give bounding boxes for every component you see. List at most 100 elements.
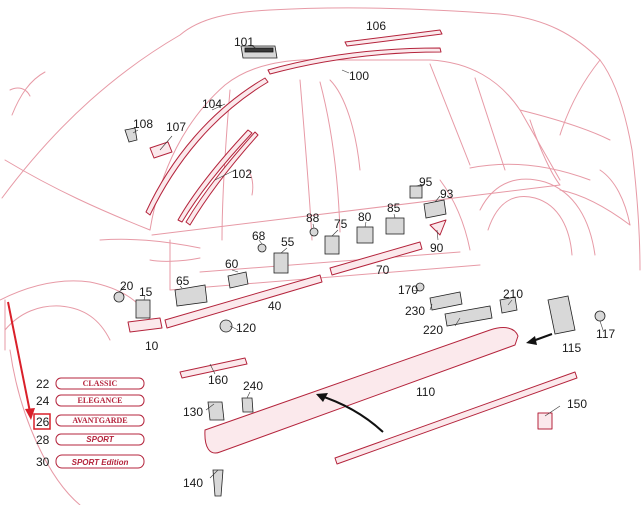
part-10-trim-piece[interactable]: [127, 317, 163, 333]
part-150-clip[interactable]: [537, 412, 553, 430]
variant-sport-edition-number: 30: [36, 455, 50, 469]
label-70: 70: [376, 263, 390, 277]
label-107: 107: [166, 120, 186, 134]
part-15-clip[interactable]: [135, 299, 151, 319]
part-220-bracket[interactable]: [444, 305, 493, 327]
label-110: 110: [416, 385, 435, 399]
variant-avantgarde-number: 26: [36, 415, 50, 429]
part-90-trim-end[interactable]: [429, 219, 447, 236]
part-20-clip[interactable]: [113, 291, 125, 303]
variant-sport-edition[interactable]: 30 SPORT Edition: [36, 454, 145, 469]
variant-elegance-badge: [55, 394, 145, 407]
label-80: 80: [358, 210, 372, 224]
part-68-clip[interactable]: [257, 243, 267, 253]
label-102: 102: [232, 167, 252, 181]
label-115: 115: [562, 341, 581, 355]
variant-sport-number: 28: [36, 433, 50, 447]
selected-variant-box: [33, 413, 51, 430]
label-93: 93: [440, 187, 454, 201]
label-40: 40: [268, 299, 282, 313]
indicator-arrow-red: [7, 301, 35, 420]
variant-avantgarde-badge: [55, 414, 145, 427]
part-40-front-door-moulding[interactable]: [164, 274, 323, 329]
part-240-clip[interactable]: [241, 397, 254, 413]
car-body-outline: [0, 7, 641, 505]
label-106: 106: [366, 19, 386, 33]
part-110-side-skirt[interactable]: [204, 327, 519, 454]
label-160: 160: [208, 373, 228, 387]
part-210-clip[interactable]: [499, 296, 518, 314]
part-106-roof-trim[interactable]: [344, 29, 443, 47]
label-95: 95: [419, 175, 433, 189]
label-210: 210: [503, 287, 523, 301]
part-88-screw[interactable]: [309, 227, 319, 237]
part-140-screw[interactable]: [212, 469, 224, 497]
part-117-screw[interactable]: [594, 310, 606, 322]
part-230-bracket[interactable]: [429, 291, 463, 311]
label-108: 108: [133, 117, 153, 131]
variant-elegance-label: ELEGANCE: [78, 396, 123, 405]
label-150: 150: [567, 397, 587, 411]
part-60-clip[interactable]: [227, 271, 249, 289]
variant-sport[interactable]: 28 SPORT: [36, 433, 145, 447]
part-93-clip[interactable]: [423, 199, 447, 219]
label-85: 85: [387, 201, 401, 215]
variant-sport-edition-label: SPORT Edition: [72, 458, 129, 467]
part-130-clip[interactable]: [207, 401, 225, 421]
part-65-clip[interactable]: [174, 284, 208, 307]
variant-elegance-number: 24: [36, 394, 50, 408]
label-140: 140: [183, 476, 203, 490]
variant-elegance[interactable]: 24 ELEGANCE: [36, 394, 145, 408]
variant-sport-label: SPORT: [86, 435, 115, 444]
part-85-clip[interactable]: [385, 217, 405, 235]
part-70-rear-door-moulding[interactable]: [329, 241, 423, 276]
part-107-clip[interactable]: [149, 141, 173, 159]
part-104-a-pillar-trim[interactable]: [145, 77, 269, 216]
label-104: 104: [202, 97, 222, 111]
variant-avantgarde-label: AVANTGARDE: [72, 416, 127, 425]
part-120-screw[interactable]: [219, 319, 233, 333]
part-160-bracket[interactable]: [179, 357, 248, 379]
label-240: 240: [243, 379, 263, 393]
part-108-screw[interactable]: [124, 127, 138, 143]
variant-classic-label: CLASSIC: [83, 379, 118, 388]
direction-arrow-black-bracket: [526, 333, 553, 345]
label-15: 15: [139, 285, 153, 299]
leader-lines: [118, 44, 604, 479]
variant-legend: 22 CLASSIC 24 ELEGANCE 26 AVANTGARDE 28 …: [33, 377, 145, 469]
label-68: 68: [252, 229, 266, 243]
label-55: 55: [281, 235, 295, 249]
part-115-bracket[interactable]: [547, 295, 576, 335]
label-130: 130: [183, 405, 203, 419]
variant-classic[interactable]: 22 CLASSIC: [36, 377, 145, 391]
label-10: 10: [145, 339, 159, 353]
label-75: 75: [334, 217, 348, 231]
label-20: 20: [120, 279, 134, 293]
label-220: 220: [423, 323, 443, 337]
label-120: 120: [236, 321, 256, 335]
variant-sport-badge: [55, 433, 145, 446]
part-102-pillar-seal[interactable]: [177, 129, 259, 226]
part-75-clip[interactable]: [324, 235, 340, 255]
label-65: 65: [176, 274, 190, 288]
label-90: 90: [430, 241, 444, 255]
part-150-sill-strip[interactable]: [334, 371, 578, 465]
part-100-roof-rail[interactable]: [267, 47, 442, 75]
part-80-clip[interactable]: [356, 226, 374, 244]
variant-sport-edition-badge: [55, 454, 145, 469]
label-60: 60: [225, 257, 239, 271]
part-number-labels: 106 101 100 104 108 107 102 95 93 88 75 …: [120, 19, 615, 490]
part-101-clip[interactable]: [240, 45, 278, 59]
variant-classic-number: 22: [36, 377, 50, 391]
direction-arrow-black-skirt: [316, 393, 384, 433]
label-170: 170: [398, 283, 418, 297]
label-230: 230: [405, 304, 425, 318]
label-117: 117: [596, 327, 615, 341]
label-101: 101: [234, 35, 254, 49]
part-55-clip[interactable]: [273, 252, 289, 274]
label-88: 88: [306, 211, 320, 225]
variant-avantgarde[interactable]: 26 AVANTGARDE: [33, 413, 145, 430]
label-100: 100: [349, 69, 369, 83]
variant-classic-badge: [55, 377, 145, 390]
